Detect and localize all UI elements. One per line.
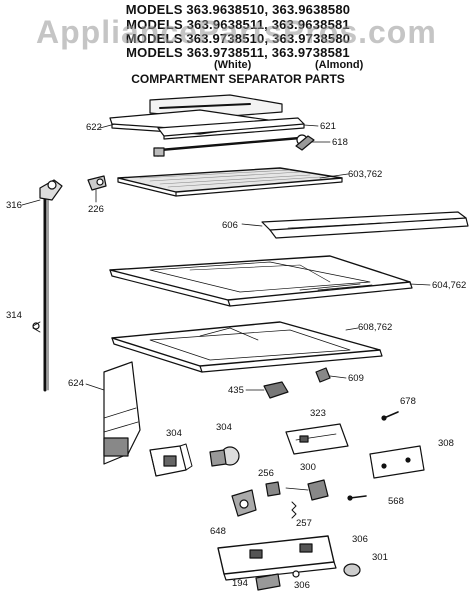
label-306-a: 306 bbox=[352, 534, 368, 545]
almond-label: (Almond) bbox=[315, 59, 364, 71]
part-604-separator[interactable] bbox=[109, 255, 413, 307]
part-606-trim[interactable] bbox=[261, 211, 469, 239]
label-194: 194 bbox=[232, 578, 248, 589]
label-622: 622 bbox=[86, 122, 102, 133]
part-648-motor[interactable] bbox=[231, 489, 257, 517]
label-604: 604,762 bbox=[432, 280, 466, 291]
label-608: 608,762 bbox=[358, 322, 392, 333]
label-316: 316 bbox=[6, 200, 22, 211]
white-label: (White) bbox=[214, 59, 252, 71]
label-304-b: 304 bbox=[216, 422, 232, 433]
part-609-clip[interactable] bbox=[315, 367, 331, 383]
part-226-knob[interactable] bbox=[87, 175, 107, 191]
label-624: 624 bbox=[68, 378, 84, 389]
label-301: 301 bbox=[372, 552, 388, 563]
label-226: 226 bbox=[88, 204, 104, 215]
part-300-thermostat[interactable] bbox=[285, 479, 329, 501]
models-line-1: MODELS 363.9638510, 363.9638580 bbox=[125, 2, 351, 17]
label-257: 257 bbox=[296, 518, 312, 529]
label-648: 648 bbox=[210, 526, 226, 537]
part-306-bracket[interactable] bbox=[292, 570, 300, 578]
label-618: 618 bbox=[332, 137, 348, 148]
label-304-a: 304 bbox=[166, 428, 182, 439]
part-621-rail[interactable] bbox=[157, 117, 305, 140]
models-line-3: MODELS 363.9738510, 363.9738580 bbox=[125, 31, 351, 46]
label-603: 603,762 bbox=[348, 169, 382, 180]
part-194-connector[interactable] bbox=[255, 573, 281, 591]
part-304-damper-motor[interactable] bbox=[209, 446, 240, 467]
part-304-damper-housing[interactable] bbox=[149, 443, 193, 477]
label-308: 308 bbox=[438, 438, 454, 449]
label-606: 606 bbox=[222, 220, 238, 231]
models-line-2: MODELS 363.9638511, 363.9638581 bbox=[126, 17, 350, 32]
part-435-bracket[interactable] bbox=[263, 381, 289, 399]
part-678-screw[interactable] bbox=[381, 411, 399, 421]
label-314: 314 bbox=[6, 310, 22, 321]
diagram-title: COMPARTMENT SEPARATOR PARTS bbox=[131, 72, 345, 86]
part-323-cover[interactable] bbox=[285, 423, 349, 455]
part-306-housing[interactable] bbox=[217, 535, 337, 581]
part-618-shaft[interactable] bbox=[153, 134, 315, 157]
label-678: 678 bbox=[400, 396, 416, 407]
label-435: 435 bbox=[228, 385, 244, 396]
part-608-separator[interactable] bbox=[111, 321, 383, 373]
part-314-clip[interactable] bbox=[32, 321, 41, 333]
part-256-switch[interactable] bbox=[265, 481, 281, 497]
part-624-duct[interactable] bbox=[103, 361, 141, 465]
part-568-screw[interactable] bbox=[347, 495, 367, 501]
label-300: 300 bbox=[300, 462, 316, 473]
label-621: 621 bbox=[320, 121, 336, 132]
label-609: 609 bbox=[348, 373, 364, 384]
label-568: 568 bbox=[388, 496, 404, 507]
part-257-spring[interactable] bbox=[291, 501, 297, 519]
part-603-shelf[interactable] bbox=[117, 167, 343, 197]
label-323: 323 bbox=[310, 408, 326, 419]
models-line-4: MODELS 363.9738511, 363.9738581 bbox=[126, 45, 350, 60]
part-301-bulb[interactable] bbox=[343, 563, 361, 577]
part-316-control-rod[interactable] bbox=[39, 179, 63, 392]
label-256: 256 bbox=[258, 468, 274, 479]
label-306-b: 306 bbox=[294, 580, 310, 591]
part-308-bracket[interactable] bbox=[369, 445, 425, 479]
